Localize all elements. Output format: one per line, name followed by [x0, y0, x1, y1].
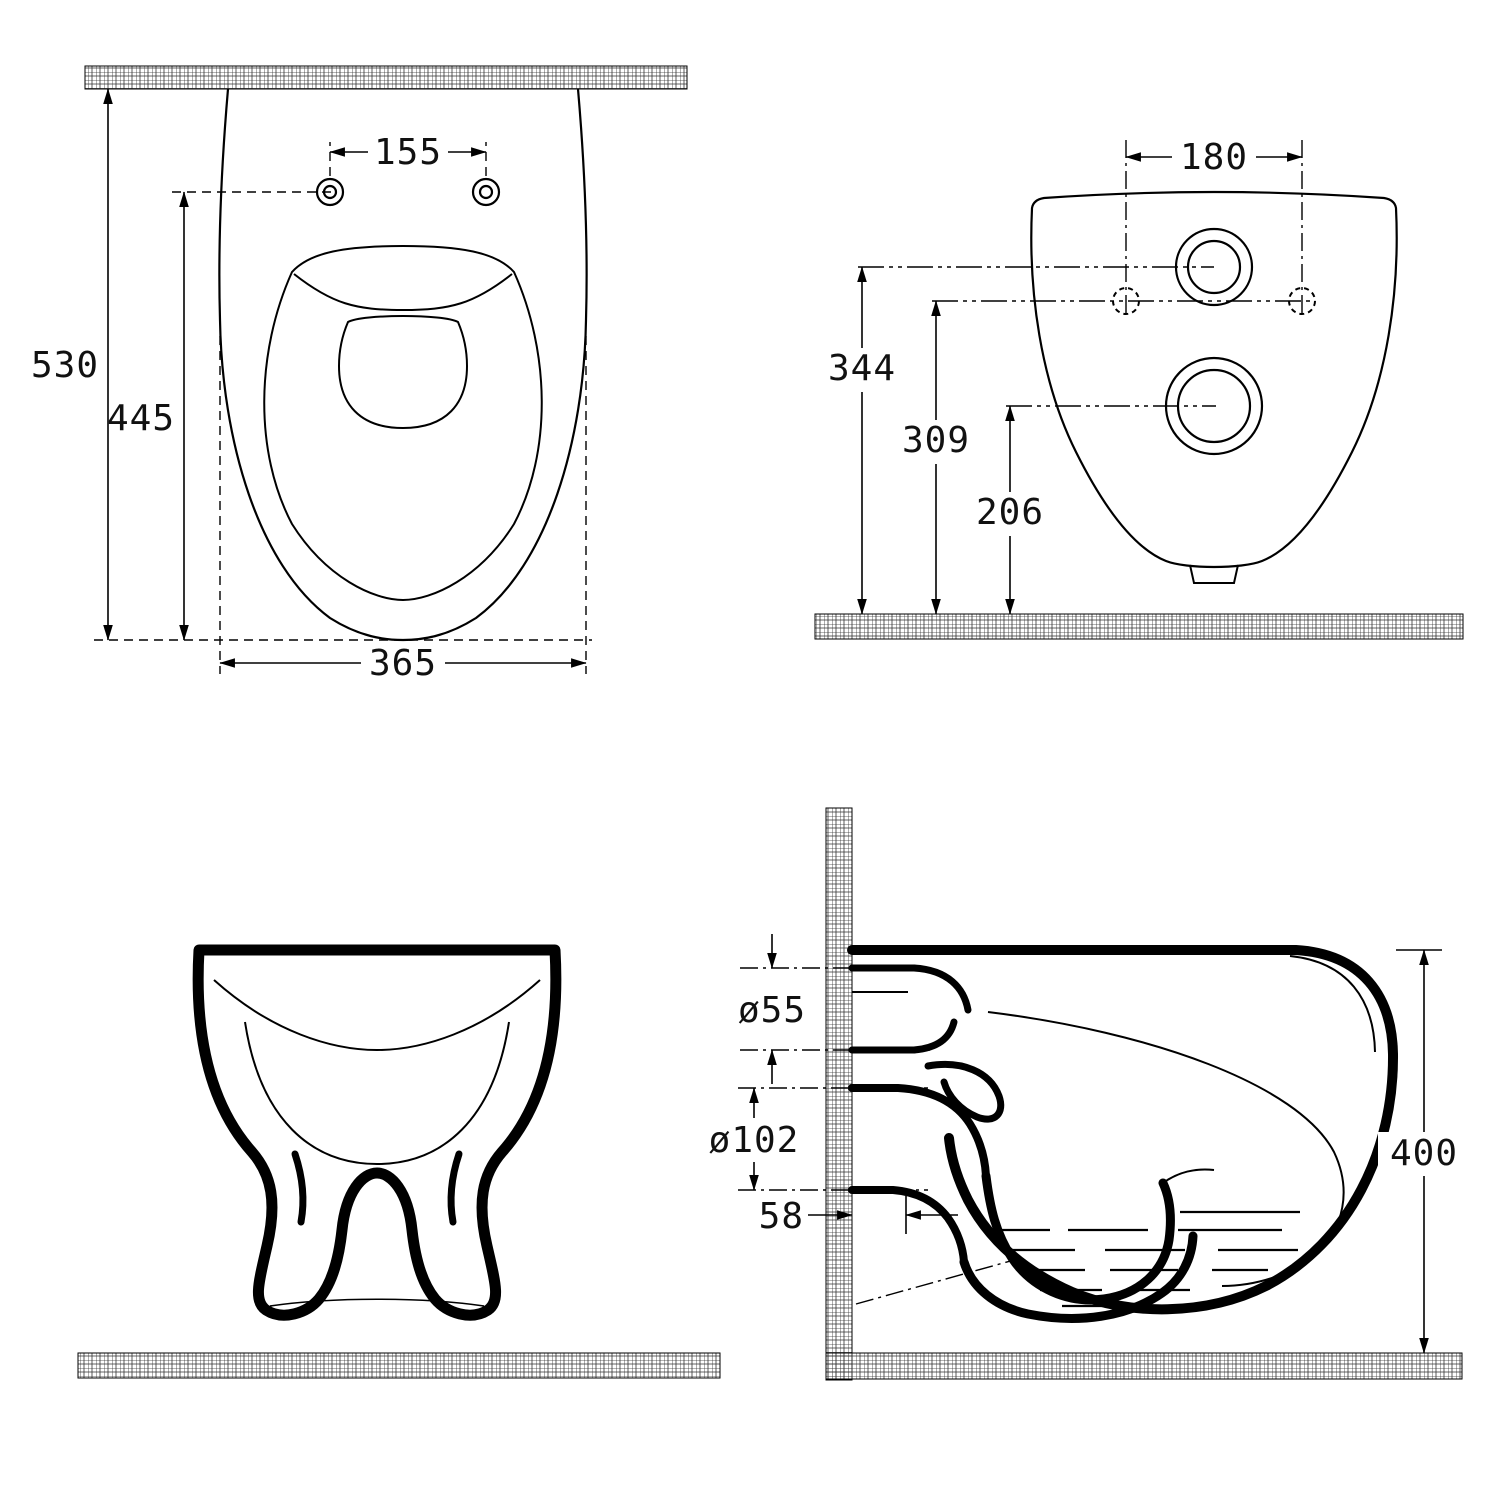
dim-label-400: 400 — [1390, 1133, 1458, 1174]
dim-label-180: 180 — [1180, 137, 1248, 178]
dimension-outlet-height: 206 — [966, 405, 1054, 615]
dimension-width: 365 — [219, 643, 587, 684]
rear-floor-hatch — [814, 613, 1464, 640]
section-trap — [959, 1168, 1215, 1323]
dim-label-530: 530 — [31, 345, 99, 386]
dim-label-58: 58 — [759, 1196, 804, 1237]
silhouette-left-rib — [291, 1150, 307, 1226]
rear-view: 180 344 309 206 — [814, 137, 1464, 640]
dimension-hole-spacing: 155 — [329, 132, 487, 174]
silhouette-outer-contour — [192, 944, 562, 1321]
section-rim-inner-line — [1289, 955, 1376, 1053]
silhouette-bowl-line — [244, 1021, 510, 1166]
dim-label-206: 206 — [976, 492, 1044, 533]
dim-label-309: 309 — [902, 420, 970, 461]
plan-inner-bowl — [337, 315, 469, 430]
dim-label-365: 365 — [369, 643, 437, 684]
dimension-outlet-diameter: ø102 — [698, 1087, 928, 1191]
dim-label-445: 445 — [107, 398, 175, 439]
dimension-rear-hole-spacing: 180 — [1125, 137, 1303, 178]
dimension-total-height: 400 — [1378, 949, 1470, 1354]
dimension-hole-height: 309 — [892, 300, 980, 615]
plan-seat-opening — [263, 244, 543, 602]
dimension-depth-total: 530 — [31, 88, 113, 641]
plan-mounting-hole-right — [471, 177, 501, 207]
silhouette-base-line — [269, 1298, 485, 1307]
dimension-inlet-diameter: ø55 — [738, 934, 930, 1084]
section-floor-hatch — [825, 1352, 1463, 1380]
silhouette-seat-wave-line — [213, 979, 541, 1052]
plan-wall-hatch — [84, 65, 688, 90]
rear-toilet-outline — [1030, 190, 1398, 569]
plan-view: 155 530 445 365 — [31, 65, 688, 684]
dimension-outlet-projection: 58 — [759, 1196, 958, 1237]
dim-label-d55: ø55 — [738, 990, 806, 1031]
dimension-inlet-height: 344 — [818, 266, 906, 615]
dimension-holes-to-front: 445 — [107, 191, 189, 641]
outlet-centerline — [855, 1259, 1015, 1305]
silhouette-floor-hatch — [77, 1352, 721, 1379]
section-view: ø55 ø102 58 400 — [698, 807, 1470, 1381]
section-wall-hatch — [825, 807, 853, 1381]
plan-seat-wave-line — [293, 273, 513, 312]
section-outlet-pipe — [848, 1084, 990, 1266]
front-silhouette-view — [77, 944, 721, 1379]
silhouette-right-rib — [447, 1150, 463, 1226]
section-outer-shell — [847, 945, 1399, 1315]
water-level-dashes — [1000, 1210, 1300, 1308]
dim-label-344: 344 — [828, 348, 896, 389]
dim-label-d102: ø102 — [709, 1120, 800, 1161]
plan-toilet-outline — [218, 88, 588, 642]
rear-outlet-stub — [1189, 564, 1239, 584]
section-bowl-inner-line — [987, 1011, 1345, 1287]
dim-label-155: 155 — [374, 132, 442, 173]
